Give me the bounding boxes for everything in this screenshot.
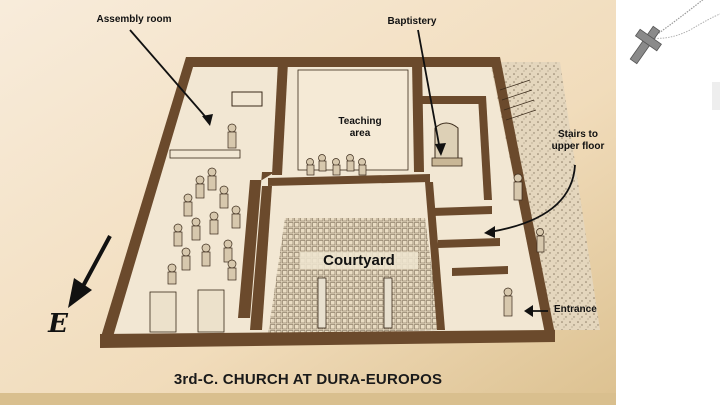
label-entrance: Entrance (554, 304, 597, 315)
side-area (616, 0, 720, 405)
label-pointers (129, 29, 576, 312)
label-compass-east: E (48, 309, 68, 339)
cross-pendant-icon (629, 0, 720, 110)
courtyard-floor (268, 218, 440, 335)
label-stairs: Stairs to upper floor (551, 129, 605, 152)
courtyard-column (383, 277, 393, 329)
label-courtyard: Courtyard (300, 252, 418, 270)
label-baptistery: Baptistery (387, 16, 437, 27)
label-teaching-area: Teaching area (338, 116, 382, 139)
compass-arrow-icon (68, 235, 112, 308)
diagram-caption: 3rd-C. CHURCH AT DURA-EUROPOS (173, 371, 443, 388)
label-assembly-room: Assembly room (96, 14, 172, 25)
panel-bottom-strip (0, 393, 616, 405)
courtyard-column (317, 277, 327, 329)
church-floor-plan (100, 57, 600, 348)
street (490, 62, 600, 330)
